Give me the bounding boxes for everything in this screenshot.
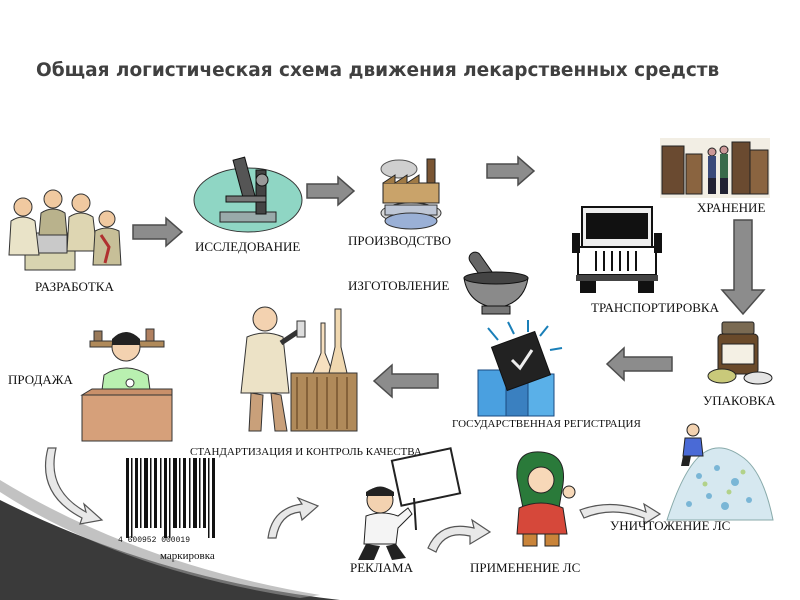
label-sale: ПРОДАЖА	[8, 372, 73, 387]
barcode-digits: 4 600952 000019	[118, 536, 190, 545]
advertising-sign-illustration	[358, 447, 462, 560]
pharmacist-counter-illustration	[80, 328, 173, 442]
state-registration-illustration	[477, 320, 563, 417]
factory-illustration	[380, 158, 442, 230]
label-usage: ПРИМЕНЕНИЕ ЛС	[470, 560, 581, 575]
label-advertising: РЕКЛАМА	[350, 560, 413, 575]
arrow-production-to-storage	[486, 155, 536, 187]
arrow-storage-to-packaging	[720, 219, 766, 316]
barcode-illustration: 4 600952 000019	[118, 458, 215, 545]
development-team-illustration	[8, 189, 122, 271]
label-labeling: маркировка	[160, 550, 215, 562]
arrow-development-to-research	[132, 216, 184, 248]
label-state-registration: ГОСУДАРСТВЕННАЯ РЕГИСТРАЦИЯ	[452, 418, 641, 430]
label-storage: ХРАНЕНИЕ	[697, 200, 766, 215]
corner-swoosh-decoration	[0, 480, 340, 600]
warehouse-storage-illustration	[660, 138, 770, 198]
arrow-research-to-production	[306, 175, 356, 207]
waste-pile-illustration	[666, 423, 774, 521]
label-development: РАЗРАБОТКА	[35, 279, 114, 294]
arrow-registration-to-standardization	[372, 363, 439, 399]
patient-girl-illustration	[516, 451, 576, 547]
curved-arrow-disposal-link	[579, 502, 662, 526]
arrow-packaging-to-registration	[605, 346, 673, 382]
label-transportation: ТРАНСПОРТИРОВКА	[591, 300, 719, 315]
label-disposal: УНИЧТОЖЕНИЕ ЛС	[610, 518, 731, 533]
diagram-title: Общая логистическая схема движения лекар…	[36, 60, 720, 81]
scientist-lab-illustration	[240, 306, 358, 432]
curved-arrow-labeling-to-advertising	[267, 496, 320, 539]
microscope-illustration	[193, 156, 303, 233]
label-standardization: СТАНДАРТИЗАЦИЯ И КОНТРОЛЬ КАЧЕСТВА	[190, 446, 422, 458]
mortar-pestle-illustration	[463, 251, 529, 315]
label-research: ИССЛЕДОВАНИЕ	[195, 239, 301, 254]
curved-arrow-advertising-to-usage	[427, 518, 492, 553]
pill-bottle-illustration	[707, 321, 773, 385]
label-production: ПРОИЗВОДСТВО	[348, 233, 452, 248]
curved-arrow-sale-to-labeling	[44, 447, 104, 525]
truck-illustration	[572, 206, 662, 293]
label-packaging: УПАКОВКА	[703, 393, 776, 408]
label-manufacturing: ИЗГОТОВЛЕНИЕ	[348, 278, 450, 293]
